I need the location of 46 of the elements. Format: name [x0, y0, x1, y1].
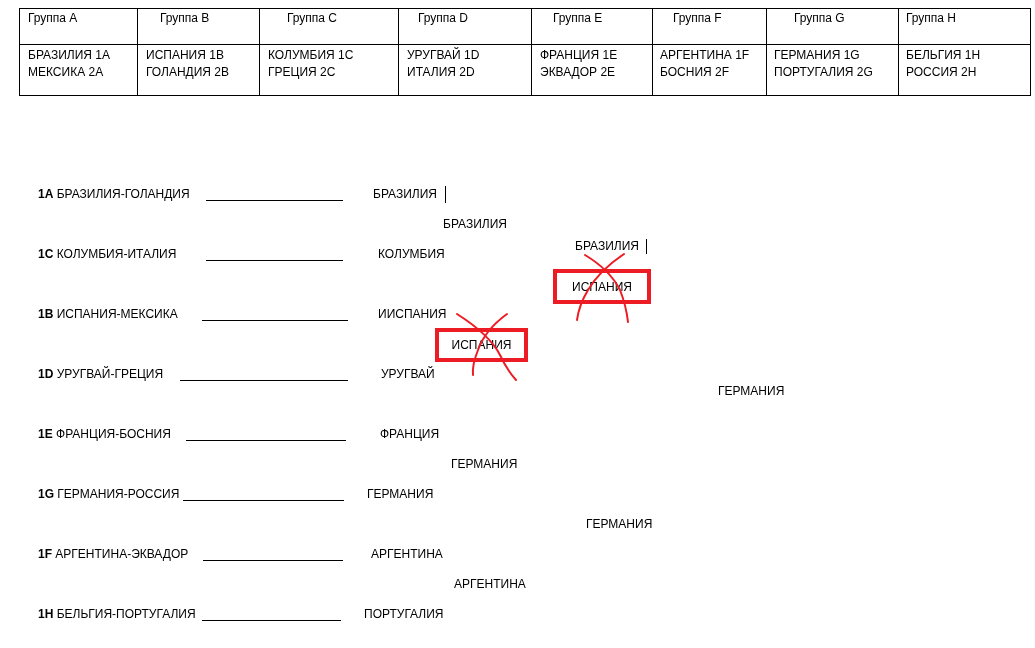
winner-name: ИИСПАНИЯ	[378, 307, 447, 321]
winner-name: БРАЗИЛИЯ	[373, 187, 437, 201]
column-header: Группа F	[673, 11, 722, 25]
team-entry: АРГЕНТИНА 1F	[660, 48, 750, 62]
team-entry: ГЕРМАНИЯ 1G	[774, 48, 860, 62]
winner-name: АРГЕНТИНА	[371, 547, 443, 561]
column-header: Группа H	[906, 11, 957, 25]
team-entry: ИТАЛИЯ 2D	[407, 65, 475, 79]
column-header: Группа D	[418, 11, 469, 25]
winner-name: ГЕРМАНИЯ	[367, 487, 434, 501]
winner-name: КОЛУМБИЯ	[378, 247, 445, 261]
match-pairing: 1B ИСПАНИЯ-МЕКСИКА	[38, 307, 178, 321]
winner-name: ГЕРМАНИЯ	[451, 457, 518, 471]
match-pairing: 1F АРГЕНТИНА-ЭКВАДОР	[38, 547, 189, 561]
winner-name: ГЕРМАНИЯ	[586, 517, 653, 531]
winner-name: ПОРТУГАЛИЯ	[364, 607, 444, 621]
team-entry: БРАЗИЛИЯ 1A	[28, 48, 110, 62]
team-entry: УРУГВАЙ 1D	[407, 48, 480, 62]
winner-name: БРАЗИЛИЯ	[443, 217, 507, 231]
match-pairing: 1A БРАЗИЛИЯ-ГОЛАНДИЯ	[38, 187, 190, 201]
match-pairing: 1E ФРАНЦИЯ-БОСНИЯ	[38, 427, 171, 441]
team-entry: МЕКСИКА 2A	[28, 65, 104, 79]
column-header: Группа A	[28, 11, 78, 25]
team-entry: ГРЕЦИЯ 2C	[268, 65, 336, 79]
team-entry: ЭКВАДОР 2E	[540, 65, 616, 79]
column-header: Группа B	[160, 11, 210, 25]
column-header: Группа G	[794, 11, 845, 25]
column-header: Группа E	[553, 11, 603, 25]
winner-name: ГЕРМАНИЯ	[718, 384, 785, 398]
match-pairing: 1G ГЕРМАНИЯ-РОССИЯ	[38, 487, 180, 501]
team-entry: БОСНИЯ 2F	[660, 65, 730, 79]
winner-name: УРУГВАЙ	[381, 367, 435, 381]
team-entry: ФРАНЦИЯ 1E	[540, 48, 618, 62]
team-entry: РОССИЯ 2H	[906, 65, 977, 79]
match-pairing: 1D УРУГВАЙ-ГРЕЦИЯ	[38, 367, 164, 381]
winner-name: АРГЕНТИНА	[454, 577, 526, 591]
team-entry: ГОЛАНДИЯ 2B	[146, 65, 229, 79]
winner-name: БРАЗИЛИЯ	[575, 239, 639, 253]
column-header: Группа C	[287, 11, 338, 25]
team-entry: КОЛУМБИЯ 1C	[268, 48, 354, 62]
match-pairing: 1H БЕЛЬГИЯ-ПОРТУГАЛИЯ	[38, 607, 196, 621]
team-entry: БЕЛЬГИЯ 1H	[906, 48, 981, 62]
winner-name: ФРАНЦИЯ	[380, 427, 440, 441]
team-entry: ИСПАНИЯ 1B	[146, 48, 224, 62]
match-pairing: 1C КОЛУМБИЯ-ИТАЛИЯ	[38, 247, 177, 261]
team-entry: ПОРТУГАЛИЯ 2G	[774, 65, 873, 79]
